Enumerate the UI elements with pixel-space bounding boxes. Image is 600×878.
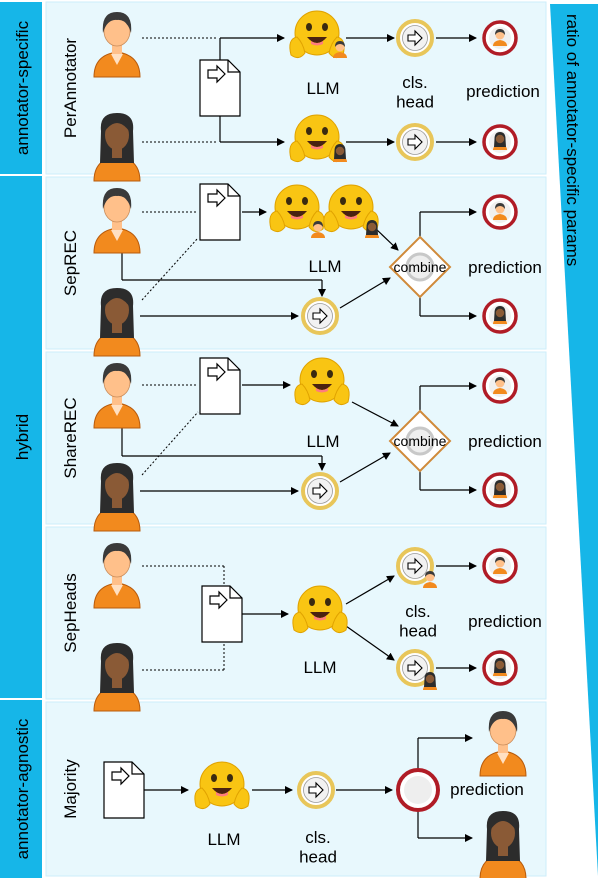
cls-head-label: cls.head (396, 73, 434, 112)
category-label-agnostic: annotator-agnostic (13, 718, 32, 859)
method-label-seprec: SepREC (61, 230, 80, 296)
majority-diagram: LLM cls.head prediction (103, 710, 527, 878)
category-bar-hybrid (0, 176, 42, 698)
document-icon (199, 183, 241, 241)
cls-head-icon (301, 297, 339, 335)
method-label-sharerec: ShareREC (61, 397, 80, 478)
category-bar-agnostic (0, 700, 42, 878)
prediction-label: prediction (466, 82, 540, 101)
prediction-label: prediction (468, 612, 542, 631)
method-label-perannotator: PerAnnotator (61, 38, 80, 139)
method-label-sepheads: SepHeads (61, 573, 80, 652)
cls-head-icon (396, 19, 434, 57)
llm-label: LLM (306, 432, 339, 451)
document-icon (199, 357, 241, 415)
seprec-diagram: LLM combine prediction (93, 183, 542, 357)
ratio-wedge (550, 4, 598, 876)
category-bar-specific (0, 2, 42, 174)
prediction-label: prediction (450, 780, 524, 799)
perannotator-diagram: LLM cls.head prediction (93, 10, 540, 182)
cls-head-icon (396, 123, 434, 161)
sepheads-diagram: cls.head prediction LLM (93, 542, 542, 712)
majority-prediction-icon (396, 768, 440, 812)
combine-label: combine (394, 259, 447, 275)
llm-label: LLM (303, 658, 336, 677)
ratio-label: ratio of annotator-specific params (563, 14, 582, 266)
llm-label: LLM (207, 830, 240, 849)
prediction-label: prediction (468, 432, 542, 451)
cls-head-label: cls.head (399, 602, 437, 641)
llm-label: LLM (308, 257, 341, 276)
category-label-hybrid: hybrid (13, 414, 32, 460)
cls-head-icon (301, 472, 339, 510)
prediction-label: prediction (468, 258, 542, 277)
sharerec-diagram: LLM combine prediction (93, 357, 542, 532)
cls-head-label: cls.head (299, 828, 337, 867)
category-label-specific: annotator-specific (13, 20, 32, 155)
method-label-majority: Majority (61, 759, 80, 819)
document-icon (199, 59, 241, 117)
cls-head-icon (297, 771, 335, 809)
document-icon (201, 585, 243, 643)
llm-label: LLM (306, 79, 339, 98)
combine-label: combine (394, 433, 447, 449)
document-icon (103, 761, 145, 819)
